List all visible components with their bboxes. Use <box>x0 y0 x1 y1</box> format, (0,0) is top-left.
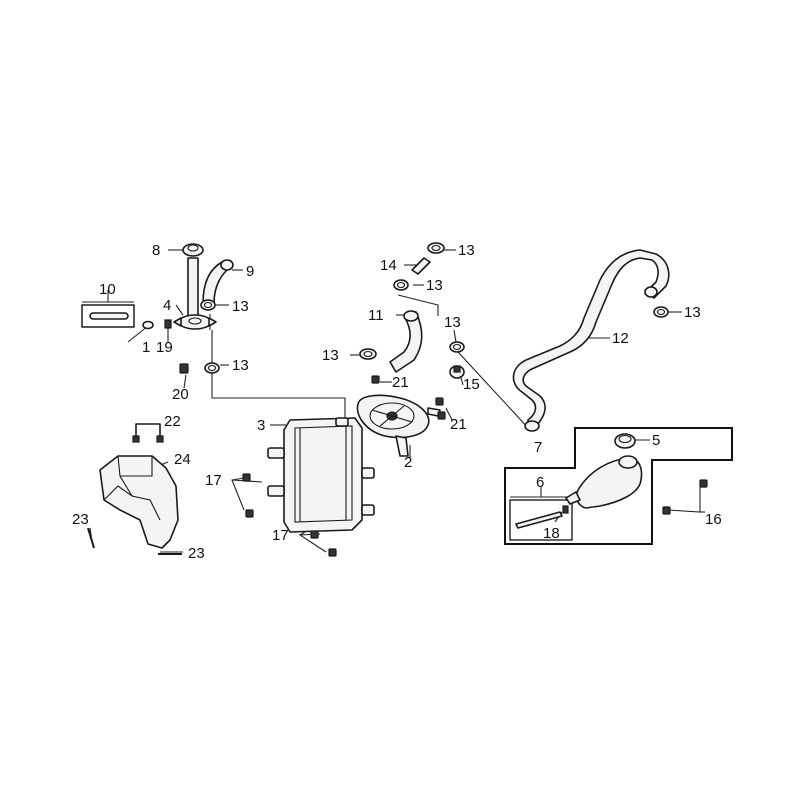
part-8-cap <box>182 243 204 257</box>
callout-9: 9 <box>246 263 254 280</box>
part-2-fan <box>356 394 441 457</box>
callout-numbers: 8 9 10 4 13 1 19 13 20 3 17 17 22 24 23 … <box>72 242 722 562</box>
part-6-hose-box <box>509 486 573 541</box>
callout-1: 1 <box>142 339 150 356</box>
callout-18: 18 <box>543 525 560 542</box>
clamp-13-a <box>200 299 216 311</box>
callout-13-a: 13 <box>232 298 249 315</box>
callout-11: 11 <box>368 307 384 324</box>
callout-12: 12 <box>612 330 629 347</box>
clamp-13-c <box>359 348 377 360</box>
callout-5: 5 <box>652 432 660 449</box>
callout-23-b: 23 <box>188 545 205 562</box>
callout-21-a: 21 <box>392 374 409 391</box>
callout-13-b: 13 <box>232 357 249 374</box>
reservoir-tank <box>565 455 643 509</box>
callout-13-d: 13 <box>458 242 475 259</box>
callout-22: 22 <box>164 413 181 430</box>
callout-19: 19 <box>156 339 173 356</box>
callout-21-b: 21 <box>450 416 467 433</box>
part-10-pipe-box <box>81 290 135 328</box>
part-9-hose <box>202 259 234 304</box>
part-23-screws <box>87 527 182 555</box>
callout-16: 16 <box>705 511 722 528</box>
callout-13-c: 13 <box>322 347 339 364</box>
clamp-13-d <box>427 242 445 254</box>
clamp-13-b <box>204 362 220 374</box>
clamp-13-f <box>449 341 465 353</box>
callout-15: 15 <box>463 376 480 393</box>
part-3-radiator <box>267 417 375 533</box>
callout-24: 24 <box>174 451 191 468</box>
callout-17-a: 17 <box>205 472 222 489</box>
part-15-fitting <box>449 365 465 379</box>
part-4-filler-neck <box>173 257 217 330</box>
callout-4: 4 <box>163 297 171 314</box>
callout-10: 10 <box>99 281 116 298</box>
callout-3: 3 <box>257 417 265 434</box>
callout-7: 7 <box>534 439 542 456</box>
callout-23-a: 23 <box>72 511 89 528</box>
part-1-washer <box>142 320 154 330</box>
callout-13-g: 13 <box>684 304 701 321</box>
part-24-cover <box>99 455 179 549</box>
part-7-frame <box>504 427 733 545</box>
callout-13-e: 13 <box>426 277 443 294</box>
callout-13-f: 13 <box>444 314 461 331</box>
part-16-bolts <box>662 479 708 515</box>
part-14-pipe <box>411 257 431 275</box>
callout-20: 20 <box>172 386 189 403</box>
clamp-13-g <box>653 306 669 318</box>
part-17-bolts <box>242 473 337 557</box>
part-11-hose <box>389 310 423 373</box>
callout-2: 2 <box>404 454 412 471</box>
callout-8: 8 <box>152 242 160 259</box>
clamp-13-e <box>393 279 409 291</box>
part-20-bolt <box>179 363 189 374</box>
part-12-long-hose <box>512 249 670 432</box>
part-22-bracket <box>132 423 164 443</box>
part-21-bolts <box>371 375 446 420</box>
callout-6: 6 <box>536 474 544 491</box>
callout-17-b: 17 <box>272 527 289 544</box>
callout-14: 14 <box>380 257 397 274</box>
part-5-cap <box>614 433 636 449</box>
part-19-bolt <box>164 319 172 329</box>
part-18-clip <box>562 505 569 514</box>
